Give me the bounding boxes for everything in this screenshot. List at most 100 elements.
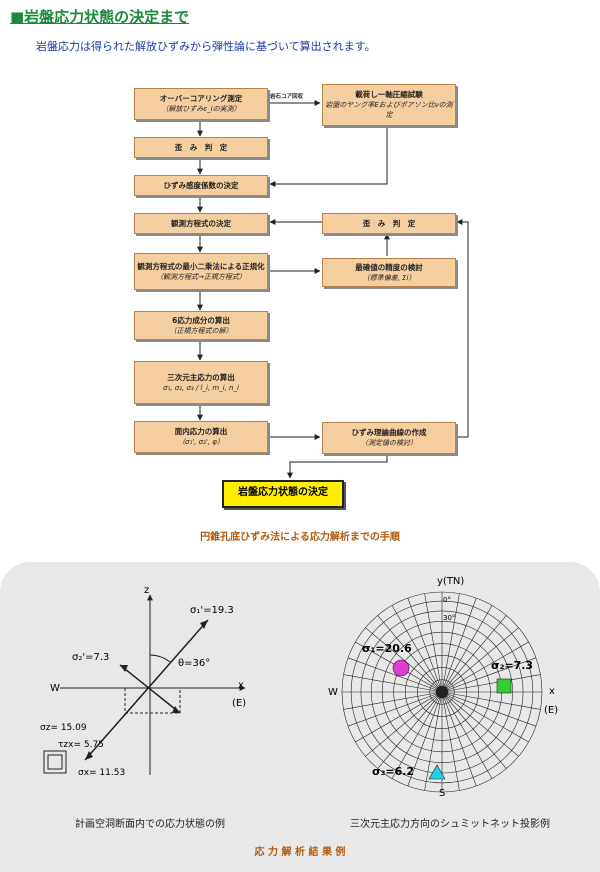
flow-box-accuracy: 最確値の精度の検討 （標準偏差, Σi） <box>322 258 456 287</box>
net-radial <box>441 691 507 769</box>
net-radial <box>347 691 443 727</box>
flow-box-sublabel: （観測方程式→正規方程式） <box>156 272 246 281</box>
sigma1-arrowhead-lower <box>85 751 93 760</box>
flow-box-sublabel: （標準偏差, Σi） <box>362 273 416 282</box>
net-center <box>435 685 449 699</box>
net-radial <box>441 597 477 693</box>
x-label: x <box>238 680 244 691</box>
sigma2-label: σ₂'=7.3 <box>72 652 110 663</box>
flow-box-label: ひずみ理論曲線の作成 <box>351 428 427 437</box>
x-label-right: x <box>549 686 555 697</box>
right-plot-caption: 三次元主応力方向のシュミットネット投影例 <box>350 819 550 830</box>
e-label-right: (E) <box>544 705 559 716</box>
flow-box-label: ひずみ感度係数の決定 <box>163 180 239 190</box>
flow-box-compression-test: 載荷し一軸圧縮試験 岩盤のヤング率Eおよびポアソン比νの測定 <box>322 84 456 126</box>
net-radial <box>355 691 443 743</box>
net-radial <box>441 691 493 779</box>
flow-box-overcoring: オーバーコアリング測定 （解放ひずみε_iの実測） <box>134 88 268 120</box>
sigma3-net-label: σ₃=6.2 <box>372 765 415 778</box>
net-radial <box>347 657 443 693</box>
w-label-right: W <box>328 687 338 698</box>
net-radial <box>391 691 443 779</box>
s-label: S <box>439 788 446 799</box>
net-radial <box>407 597 443 693</box>
sigma1-label: σ₁'=19.3 <box>190 605 234 616</box>
net-radial <box>424 691 443 791</box>
net-radial <box>365 627 443 693</box>
y-label: y(TN) <box>437 576 465 587</box>
dashed-box <box>124 688 181 714</box>
arrow-label: 岩石コア回収 <box>270 94 304 100</box>
tau-zx-label: τzx= 5.75 <box>58 740 104 750</box>
flow-box-plane-stress: 面内応力の算出 （σ₁', σ₂', φ） <box>134 421 268 453</box>
e-label: (E) <box>232 698 247 709</box>
flow-box-sublabel: （測定値の検討） <box>361 439 417 447</box>
theta-label: θ=36° <box>178 658 211 669</box>
net-radial <box>391 605 443 693</box>
flow-box-label: 面内応力の算出 <box>174 427 228 436</box>
net-radial <box>441 605 493 693</box>
sigma2-marker <box>496 678 512 694</box>
flow-box-label: 観測方程式の決定 <box>171 218 231 228</box>
net-radial <box>343 674 443 693</box>
flow-box-label: オーバーコアリング測定 <box>159 94 243 103</box>
net-radial <box>441 691 460 791</box>
net-radial <box>441 691 519 757</box>
element-square <box>47 754 63 770</box>
results-caption: 応 力 解 析 結 果 例 <box>254 847 346 858</box>
net-radial <box>424 593 443 693</box>
flow-box-sublabel: （解放ひずみε_iの実測） <box>161 105 241 113</box>
page-title: ■岩盤応力状態の決定まで <box>10 8 190 26</box>
flow-box-label: 6応力成分の算出 <box>172 315 230 325</box>
flow-box-strain-judge: 歪 み 判 定 <box>134 137 268 158</box>
flow-connectors <box>197 100 469 479</box>
flow-box-label: 三次元主応力の算出 <box>167 372 235 382</box>
w-label: W <box>50 683 60 694</box>
flow-box-principal-stress: 三次元主応力の算出 σ₁, σ₂, σ₃ / l_i, m_i, n_i <box>134 361 268 404</box>
sigma1-arrowhead-upper <box>200 620 208 629</box>
flow-box-sublabel: （σ₁', σ₂', φ） <box>178 438 224 446</box>
theta-arc <box>149 654 171 663</box>
stress-diagram <box>43 594 246 775</box>
sigma2-line <box>119 664 181 714</box>
flow-box-label: 観測方程式の最小二乗法による正規化 <box>137 261 265 271</box>
flow-box-final: 岩盤応力状態の決定 <box>222 480 344 508</box>
sigma3-marker <box>428 764 446 780</box>
flow-box-observation-eq: 観測方程式の決定 <box>134 213 268 234</box>
net-radial <box>441 691 541 710</box>
sigma2-arrowhead-upper <box>120 665 128 672</box>
results-panel <box>0 562 600 872</box>
net-radial <box>343 691 443 710</box>
flow-box-sublabel: 岩盤のヤング率Eおよびポアソン比νの測定 <box>325 101 453 119</box>
net-radial <box>441 691 529 743</box>
net-radial <box>441 674 541 693</box>
flow-box-label: 歪 み 判 定 <box>362 218 416 228</box>
flow-box-sublabel: （正規方程式の解） <box>169 326 233 335</box>
left-plot-caption: 計画空洞断面内での応力状態の例 <box>75 819 225 830</box>
sigma1-marker <box>392 659 410 677</box>
flow-box-sublabel: σ₁, σ₂, σ₃ / l_i, m_i, n_i <box>163 383 239 392</box>
z-label: z <box>144 585 150 596</box>
flow-box-theory-curve: ひずみ理論曲線の作成 （測定値の検討） <box>322 422 456 454</box>
net-radial <box>441 657 537 693</box>
net-radial <box>441 691 537 727</box>
net-radial <box>377 691 443 769</box>
sigma2-arrowhead-lower <box>172 706 180 713</box>
net-radial <box>441 691 477 787</box>
deg0-label: 0° <box>443 596 451 604</box>
net-radial <box>365 691 443 757</box>
flow-box-strain-judge-2: 歪 み 判 定 <box>322 213 456 234</box>
net-radial <box>441 615 507 693</box>
net-radial <box>377 615 443 693</box>
sigma-x-label: σx= 11.53 <box>78 768 126 778</box>
net-radial <box>441 641 529 693</box>
element-outer <box>43 750 67 774</box>
flow-box-six-components: 6応力成分の算出 （正規方程式の解） <box>134 311 268 340</box>
flow-box-label: 載荷し一軸圧縮試験 <box>355 90 423 99</box>
flow-box-label: 最確値の精度の検討 <box>355 262 423 272</box>
sigma1-net-label: σ₁=20.6 <box>362 642 412 655</box>
sigma-z-label: σz= 15.09 <box>40 723 87 733</box>
net-radial <box>441 593 460 693</box>
net-radial <box>441 627 519 693</box>
deg30-label: 30° <box>443 614 456 622</box>
